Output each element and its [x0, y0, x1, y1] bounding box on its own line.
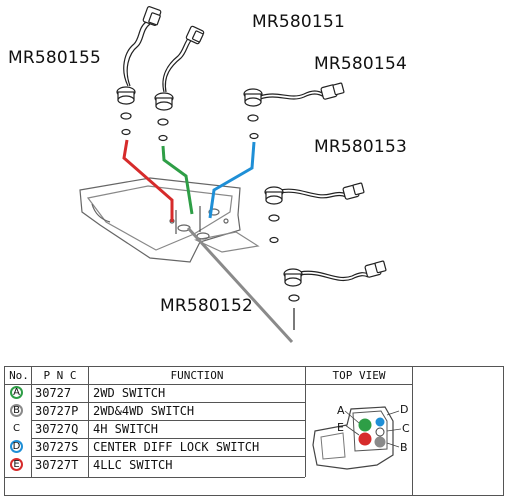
- row-function: CENTER DIFF LOCK SWITCH: [93, 440, 260, 454]
- grid-line: [31, 420, 305, 421]
- grid-line: [31, 456, 305, 457]
- row-badge: E: [10, 458, 23, 471]
- top-view-label-e: E: [337, 421, 344, 434]
- row-badge: D: [10, 440, 23, 453]
- table-row: C 30727Q 4H SWITCH: [5, 421, 305, 438]
- top-view-dot-e: [358, 432, 372, 446]
- parts-table: No. P N C FUNCTION TOP VIEW A 30727 2WD …: [4, 366, 504, 496]
- row-function: 4H SWITCH: [93, 422, 159, 436]
- row-function: 2WD&4WD SWITCH: [93, 404, 195, 418]
- top-view-dot-a: [358, 418, 372, 432]
- table-row: A 30727 2WD SWITCH: [5, 385, 305, 402]
- grid-line: [88, 367, 89, 477]
- top-view-dot-c: [375, 427, 385, 437]
- row-pnc: 30727: [35, 386, 72, 400]
- callout-mr580151: MR580151: [252, 12, 345, 32]
- top-view-label-c: C: [402, 422, 410, 435]
- grid-line: [31, 367, 32, 477]
- top-view-illustration: A E D C B: [307, 385, 412, 493]
- row-badge: A: [10, 386, 23, 399]
- header-pnc: P N C: [43, 369, 77, 382]
- switch-mr580152: [283, 260, 387, 330]
- grid-line: [305, 367, 306, 477]
- grid-line: [5, 384, 413, 385]
- green-leader-line: [161, 145, 194, 215]
- grid-line: [412, 367, 413, 495]
- row-pnc: 30727T: [35, 458, 79, 472]
- switch-mr580153: [264, 182, 365, 244]
- table-row: B 30727P 2WD&4WD SWITCH: [5, 403, 305, 420]
- header-function: FUNCTION: [170, 369, 224, 382]
- header-top-view: TOP VIEW: [332, 369, 386, 382]
- top-view-label-b: B: [400, 441, 408, 454]
- switch-mr580151: [154, 25, 205, 142]
- row-badge: C: [13, 423, 20, 434]
- transfer-case-housing: [79, 177, 260, 263]
- callout-mr580155: MR580155: [8, 48, 101, 68]
- blue-leader-line: [208, 141, 256, 219]
- top-view-label-a: A: [337, 404, 345, 417]
- callout-mr580152: MR580152: [160, 296, 253, 316]
- top-view-dot-b: [374, 436, 386, 448]
- header-no: No.: [9, 369, 29, 382]
- grid-line: [31, 402, 305, 403]
- top-view-label-d: D: [400, 403, 409, 416]
- exploded-switch-diagram: [79, 6, 387, 344]
- top-view-drawing: [312, 406, 402, 470]
- switch-mr580155: [116, 6, 162, 136]
- row-function: 4LLC SWITCH: [93, 458, 173, 472]
- table-row: E 30727T 4LLC SWITCH: [5, 457, 305, 474]
- red-leader-line: [122, 139, 174, 222]
- row-badge: B: [10, 404, 23, 417]
- callout-mr580154: MR580154: [314, 54, 407, 74]
- callout-mr580153: MR580153: [314, 137, 407, 157]
- row-pnc: 30727S: [35, 440, 79, 454]
- switch-mr580154: [243, 82, 345, 140]
- row-function: 2WD SWITCH: [93, 386, 166, 400]
- table-row: D 30727S CENTER DIFF LOCK SWITCH: [5, 439, 305, 456]
- top-view-dot-d: [375, 417, 385, 427]
- grid-line: [5, 477, 305, 478]
- row-pnc: 30727Q: [35, 422, 79, 436]
- grid-line: [31, 438, 305, 439]
- row-pnc: 30727P: [35, 404, 79, 418]
- gray-leader-line: [186, 226, 294, 344]
